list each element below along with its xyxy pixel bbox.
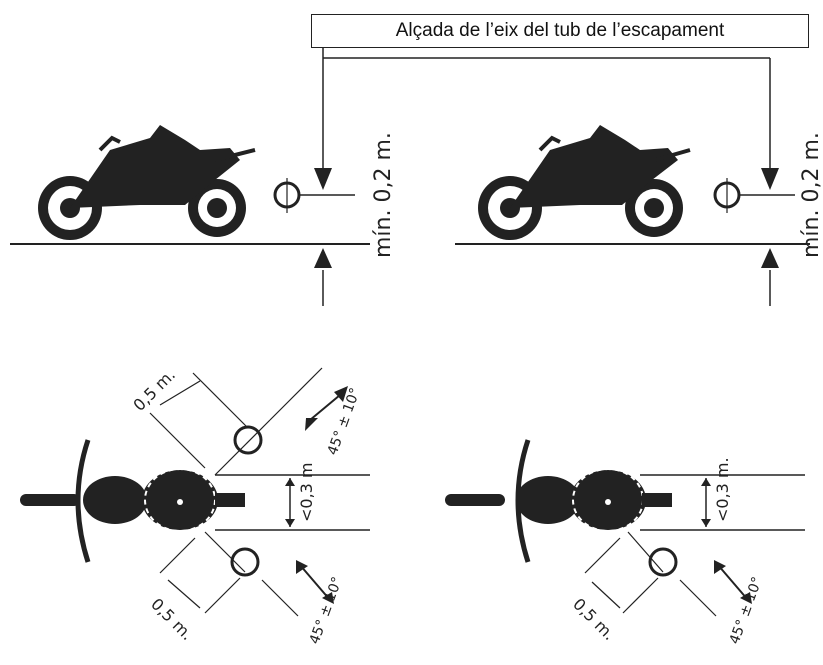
arrow-down-icon: [761, 168, 779, 190]
top-view-right: <0,3 m. 0,5 m. 45° ± 10°: [445, 439, 805, 647]
title-box: Alçada de l’eix del tub de l’escapament: [311, 14, 809, 48]
top-view-left: <0,3 m 0,5 m. 45° ± 10° 0,5 m. 45° ± 10°: [20, 365, 370, 646]
arrow-up-icon: [761, 248, 779, 268]
arrow-down-icon: [314, 168, 332, 190]
motorcycle-top-icon: [445, 439, 672, 563]
angle-top-label-left: 45° ± 10°: [325, 386, 364, 458]
height-label-right: mín. 0,2 m.: [799, 132, 823, 258]
motorcycle-side-icon: [478, 125, 691, 240]
height-label-left: mín. 0,2 m.: [371, 132, 396, 258]
angle-bottom-label-right: 45° ± 10°: [727, 575, 766, 647]
diagram-title: Alçada de l’eix del tub de l’escapament: [395, 20, 725, 41]
offset-top-label-left: 0,5 m.: [129, 365, 179, 415]
side-view-left: mín. 0,2 m.: [10, 58, 396, 306]
offset-bottom-label-right: 0,5 m.: [569, 594, 619, 644]
motorcycle-top-icon: [20, 439, 245, 563]
angle-bottom-label-left: 45° ± 10°: [307, 575, 346, 647]
arrow-up-icon: [314, 248, 332, 268]
exhaust-pipe-icon: [233, 425, 263, 455]
side-view-right: mín. 0,2 m.: [455, 58, 823, 306]
motorcycle-side-icon: [38, 125, 256, 240]
offset-bottom-label-left: 0,5 m.: [147, 594, 197, 644]
width-label-left: <0,3 m: [297, 462, 316, 522]
exhaust-pipe-icon: [648, 547, 678, 577]
exhaust-pipe-icon: [230, 547, 260, 577]
width-label-right: <0,3 m.: [713, 457, 732, 522]
